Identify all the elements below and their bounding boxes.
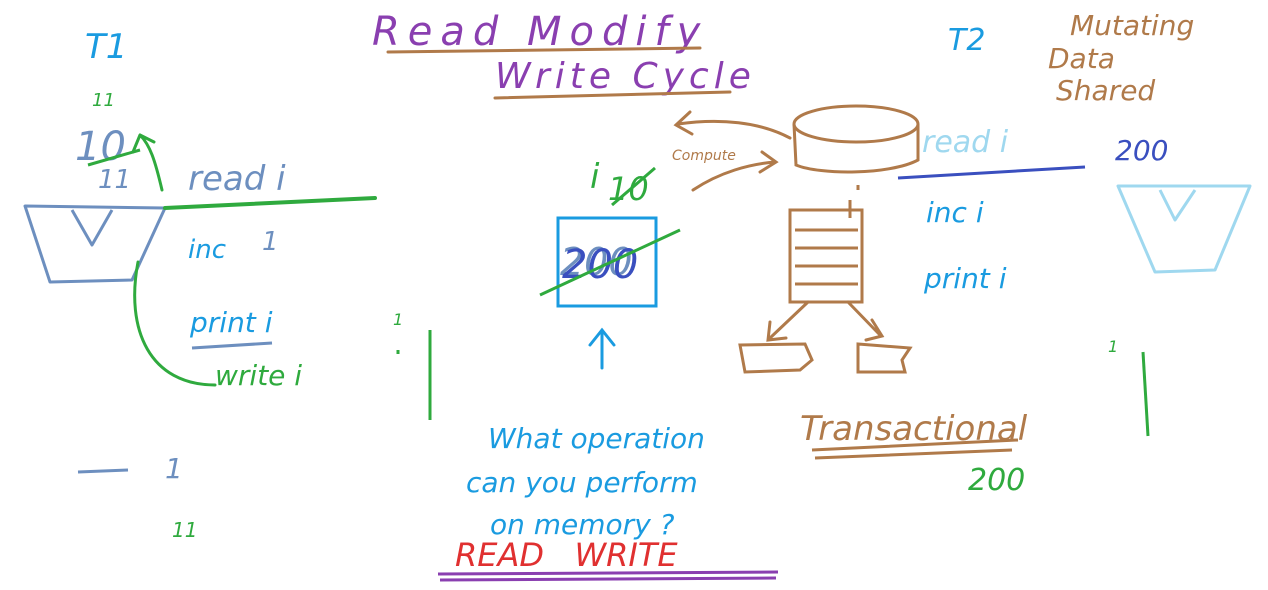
question-group: What operation can you perform on memory… [437,422,779,582]
db-transactional-label: Transactional [800,409,1028,449]
thread2-read-underline [897,165,1086,180]
db-compute-label: Compute [672,148,736,164]
thread1-strike [87,148,141,167]
thread2-op-print: print i [923,262,1007,295]
thread1-scratched-value: 10 [75,124,126,170]
db-connector [848,185,860,218]
thread1-group: T1 11 10 11 read i inc 1 print i write i… [23,27,432,542]
thread1-op-read: read i [188,159,286,199]
memory-cell-old: 200 [560,240,633,284]
db-transactional-value: 200 [968,463,1025,498]
thread1-op-print: print i [189,306,273,339]
thread1-dash [77,468,129,474]
thread1-top-count: 11 [92,90,115,111]
question-line-1: What operation [488,422,705,455]
thread2-label: T2 [948,23,985,58]
thread2-op-read: read i [922,125,1009,160]
thread1-inc-arg: 1 [262,227,279,257]
db-cylinder-top [792,104,920,144]
db-leaf-left [738,342,814,374]
thread1-divider [396,330,432,420]
thread2-group: T2 Mutating Data Shared read i 200 inc i… [897,9,1252,437]
title-group: Read Modify Write Cycle [372,9,756,100]
title-underline-1 [386,46,702,54]
thread2-note-line-1: Mutating [1070,9,1194,42]
db-group: Compute Transactional 200 [672,104,1028,498]
thread2-op-inc: inc i [926,196,984,229]
thread2-divider [1141,351,1150,437]
thread1-bucket [23,204,167,284]
db-stack [788,208,864,304]
thread2-bucket [1116,184,1252,274]
memory-cell [556,216,658,308]
thread1-label: T1 [85,27,127,67]
thread2-note-line-3: Shared [1056,74,1155,107]
question-line-2: can you perform [466,466,698,499]
thread1-corrected-value: 11 [98,165,131,195]
db-compute-arrow-out [673,110,792,140]
db-cylinder-body [792,123,920,174]
memory-group: i 10 200 200 [539,157,681,370]
thread1-read-underline [163,196,377,210]
thread2-note-line-2: Data [1048,42,1115,75]
thread1-op-inc: inc [188,235,226,265]
thread1-side-mark: 1 [393,310,403,329]
db-leaf-right [856,342,913,374]
question-line-3: on memory ? [490,508,675,541]
memory-old-strike [611,166,656,207]
question-answer: READ WRITE [455,536,678,574]
thread2-read-value: 200 [1115,134,1168,167]
db-stack-lines [795,228,858,286]
thread1-write-arrow [131,133,217,387]
question-answer-underline [437,570,779,582]
thread1-bottom-count: 11 [172,518,197,542]
memory-up-arrow [588,327,616,370]
thread1-op-write: write i [215,359,302,392]
db-branch-arrows [766,300,885,342]
db-transactional-underline [811,438,1019,460]
thread2-side-mark: 1 [1108,337,1118,356]
memory-cell-strike [539,228,681,297]
memory-var-label: i [590,157,600,197]
title-line-2: Write Cycle [495,56,756,97]
thread1-print-underline [191,341,273,350]
db-compute-arrow-in [691,150,779,192]
thread1-dash-value: 1 [165,452,183,485]
title-underline-2 [493,90,732,100]
